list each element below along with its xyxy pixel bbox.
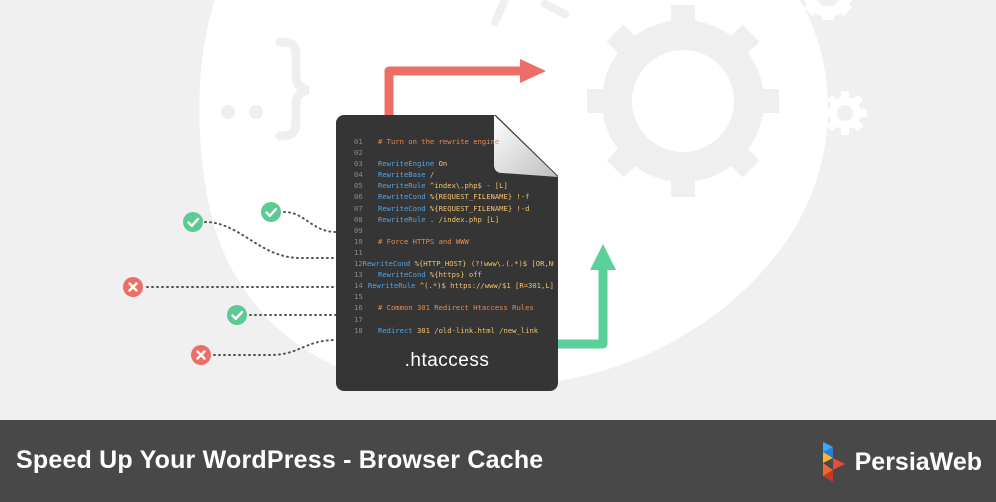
code-line: 01 # Turn on the rewrite engine (354, 136, 554, 147)
small-gear-icon (823, 91, 867, 135)
code-line: 03 RewriteEngine On (354, 158, 554, 169)
line-number: 06 (354, 192, 363, 202)
connector-line (283, 211, 337, 233)
page-title: Speed Up Your WordPress - Browser Cache (16, 446, 544, 474)
decor-stroke (491, 0, 509, 26)
connector-line (204, 221, 337, 259)
persiaweb-logo-icon (822, 442, 845, 482)
code-line: 16 # Common 301 Redirect Htaccess Rules (354, 302, 554, 313)
code-comment: # Force HTTPS and WWW (378, 236, 469, 246)
red-arrow (384, 66, 525, 120)
line-number: 18 (354, 325, 363, 335)
code-line: 02 (354, 147, 554, 158)
line-number: 07 (354, 203, 363, 213)
code-line: 08 RewriteRule . /index.php [L] (354, 214, 554, 225)
code-value: / (425, 170, 435, 180)
partial-gear-icon (803, 0, 853, 20)
brand-name: PersiaWeb (854, 447, 982, 476)
line-number: 13 (354, 270, 363, 280)
curly-brace-icon (275, 37, 310, 141)
code-directive: RewriteCond (362, 259, 411, 269)
code-line: 11 (354, 247, 554, 258)
line-number: 15 (354, 292, 363, 302)
code-directive: RewriteRule (378, 181, 426, 191)
cross-icon (123, 277, 143, 297)
check-icon (227, 305, 247, 325)
gear-icon (587, 5, 779, 197)
cross-icon (191, 345, 211, 365)
line-number: 05 (354, 181, 363, 191)
code-value: %{HTTP_HOST} (?!www\.(.*)$ [OR,NC] (410, 259, 554, 269)
code-line: 07 RewriteCond %{REQUEST_FILENAME} !-d (354, 203, 554, 214)
line-number: 17 (354, 314, 363, 324)
code-value: %{https} off (425, 270, 482, 280)
check-icon (183, 212, 203, 232)
code-directive: RewriteCond (378, 192, 426, 202)
code-value: %{REQUEST_FILENAME} !-d (425, 203, 530, 213)
line-number: 02 (354, 148, 363, 158)
green-arrow (550, 265, 608, 349)
code-directive: RewriteCond (378, 270, 426, 280)
line-number: 16 (354, 303, 363, 313)
file-name-label: .htaccess (404, 350, 490, 371)
code-line: 18 Redirect 301 /old-link.html /new_link (354, 325, 554, 336)
code-value: ^(.*)$ https://www/$1 [R=301,L] (415, 281, 554, 291)
connector-line (213, 339, 337, 356)
green-arrowhead (590, 244, 616, 270)
line-number: 04 (354, 170, 363, 180)
check-icon (261, 202, 281, 222)
code-value: %{REQUEST_FILENAME} !-f (425, 192, 530, 202)
code-line: 05 RewriteRule ^index\.php$ - [L] (354, 180, 554, 191)
line-number: 01 (354, 137, 363, 146)
line-number: 09 (354, 225, 363, 235)
line-number: 03 (354, 159, 363, 169)
code-value: On (434, 159, 448, 169)
dot-icon (221, 105, 235, 119)
code-line: 09 (354, 225, 554, 236)
code-directive: Redirect (378, 325, 413, 335)
code-line: 10 # Force HTTPS and WWW (354, 236, 554, 247)
code-directive: RewriteCond (378, 203, 426, 213)
code-line: 14 RewriteRule ^(.*)$ https://www/$1 [R=3… (354, 280, 554, 291)
code-directive: RewriteRule (378, 214, 426, 224)
code-line: 06 RewriteCond %{REQUEST_FILENAME} !-f (354, 191, 554, 202)
code-directive: RewriteBase (378, 170, 426, 180)
dot-icon (249, 105, 263, 119)
line-number: 10 (354, 236, 363, 246)
line-number: 12 (354, 259, 363, 269)
code-comment: # Common 301 Redirect Htaccess Rules (378, 303, 534, 313)
line-number: 14 (354, 281, 363, 291)
code-directive: RewriteEngine (378, 159, 435, 169)
brand[interactable]: PersiaWeb (821, 442, 982, 482)
code-line: 13 RewriteCond %{https} off (354, 269, 554, 280)
code-directive: RewriteRule (367, 281, 416, 291)
line-number: 11 (354, 247, 363, 257)
footer-bar: Speed Up Your WordPress - Browser Cache … (0, 420, 996, 502)
code-line: 15 (354, 291, 554, 302)
code-comment: # Turn on the rewrite engine (378, 137, 500, 146)
code-line: 04 RewriteBase / (354, 169, 554, 180)
line-number: 08 (354, 214, 363, 224)
page-fold-icon (494, 115, 558, 177)
code-value: ^index\.php$ - [L] (425, 181, 508, 191)
decor-stroke (541, 0, 569, 18)
code-value: 301 /old-link.html /new_link (412, 325, 539, 335)
red-arrowhead (520, 59, 546, 83)
code-value: . /index.php [L] (425, 214, 500, 224)
code-line: 17 (354, 314, 554, 325)
